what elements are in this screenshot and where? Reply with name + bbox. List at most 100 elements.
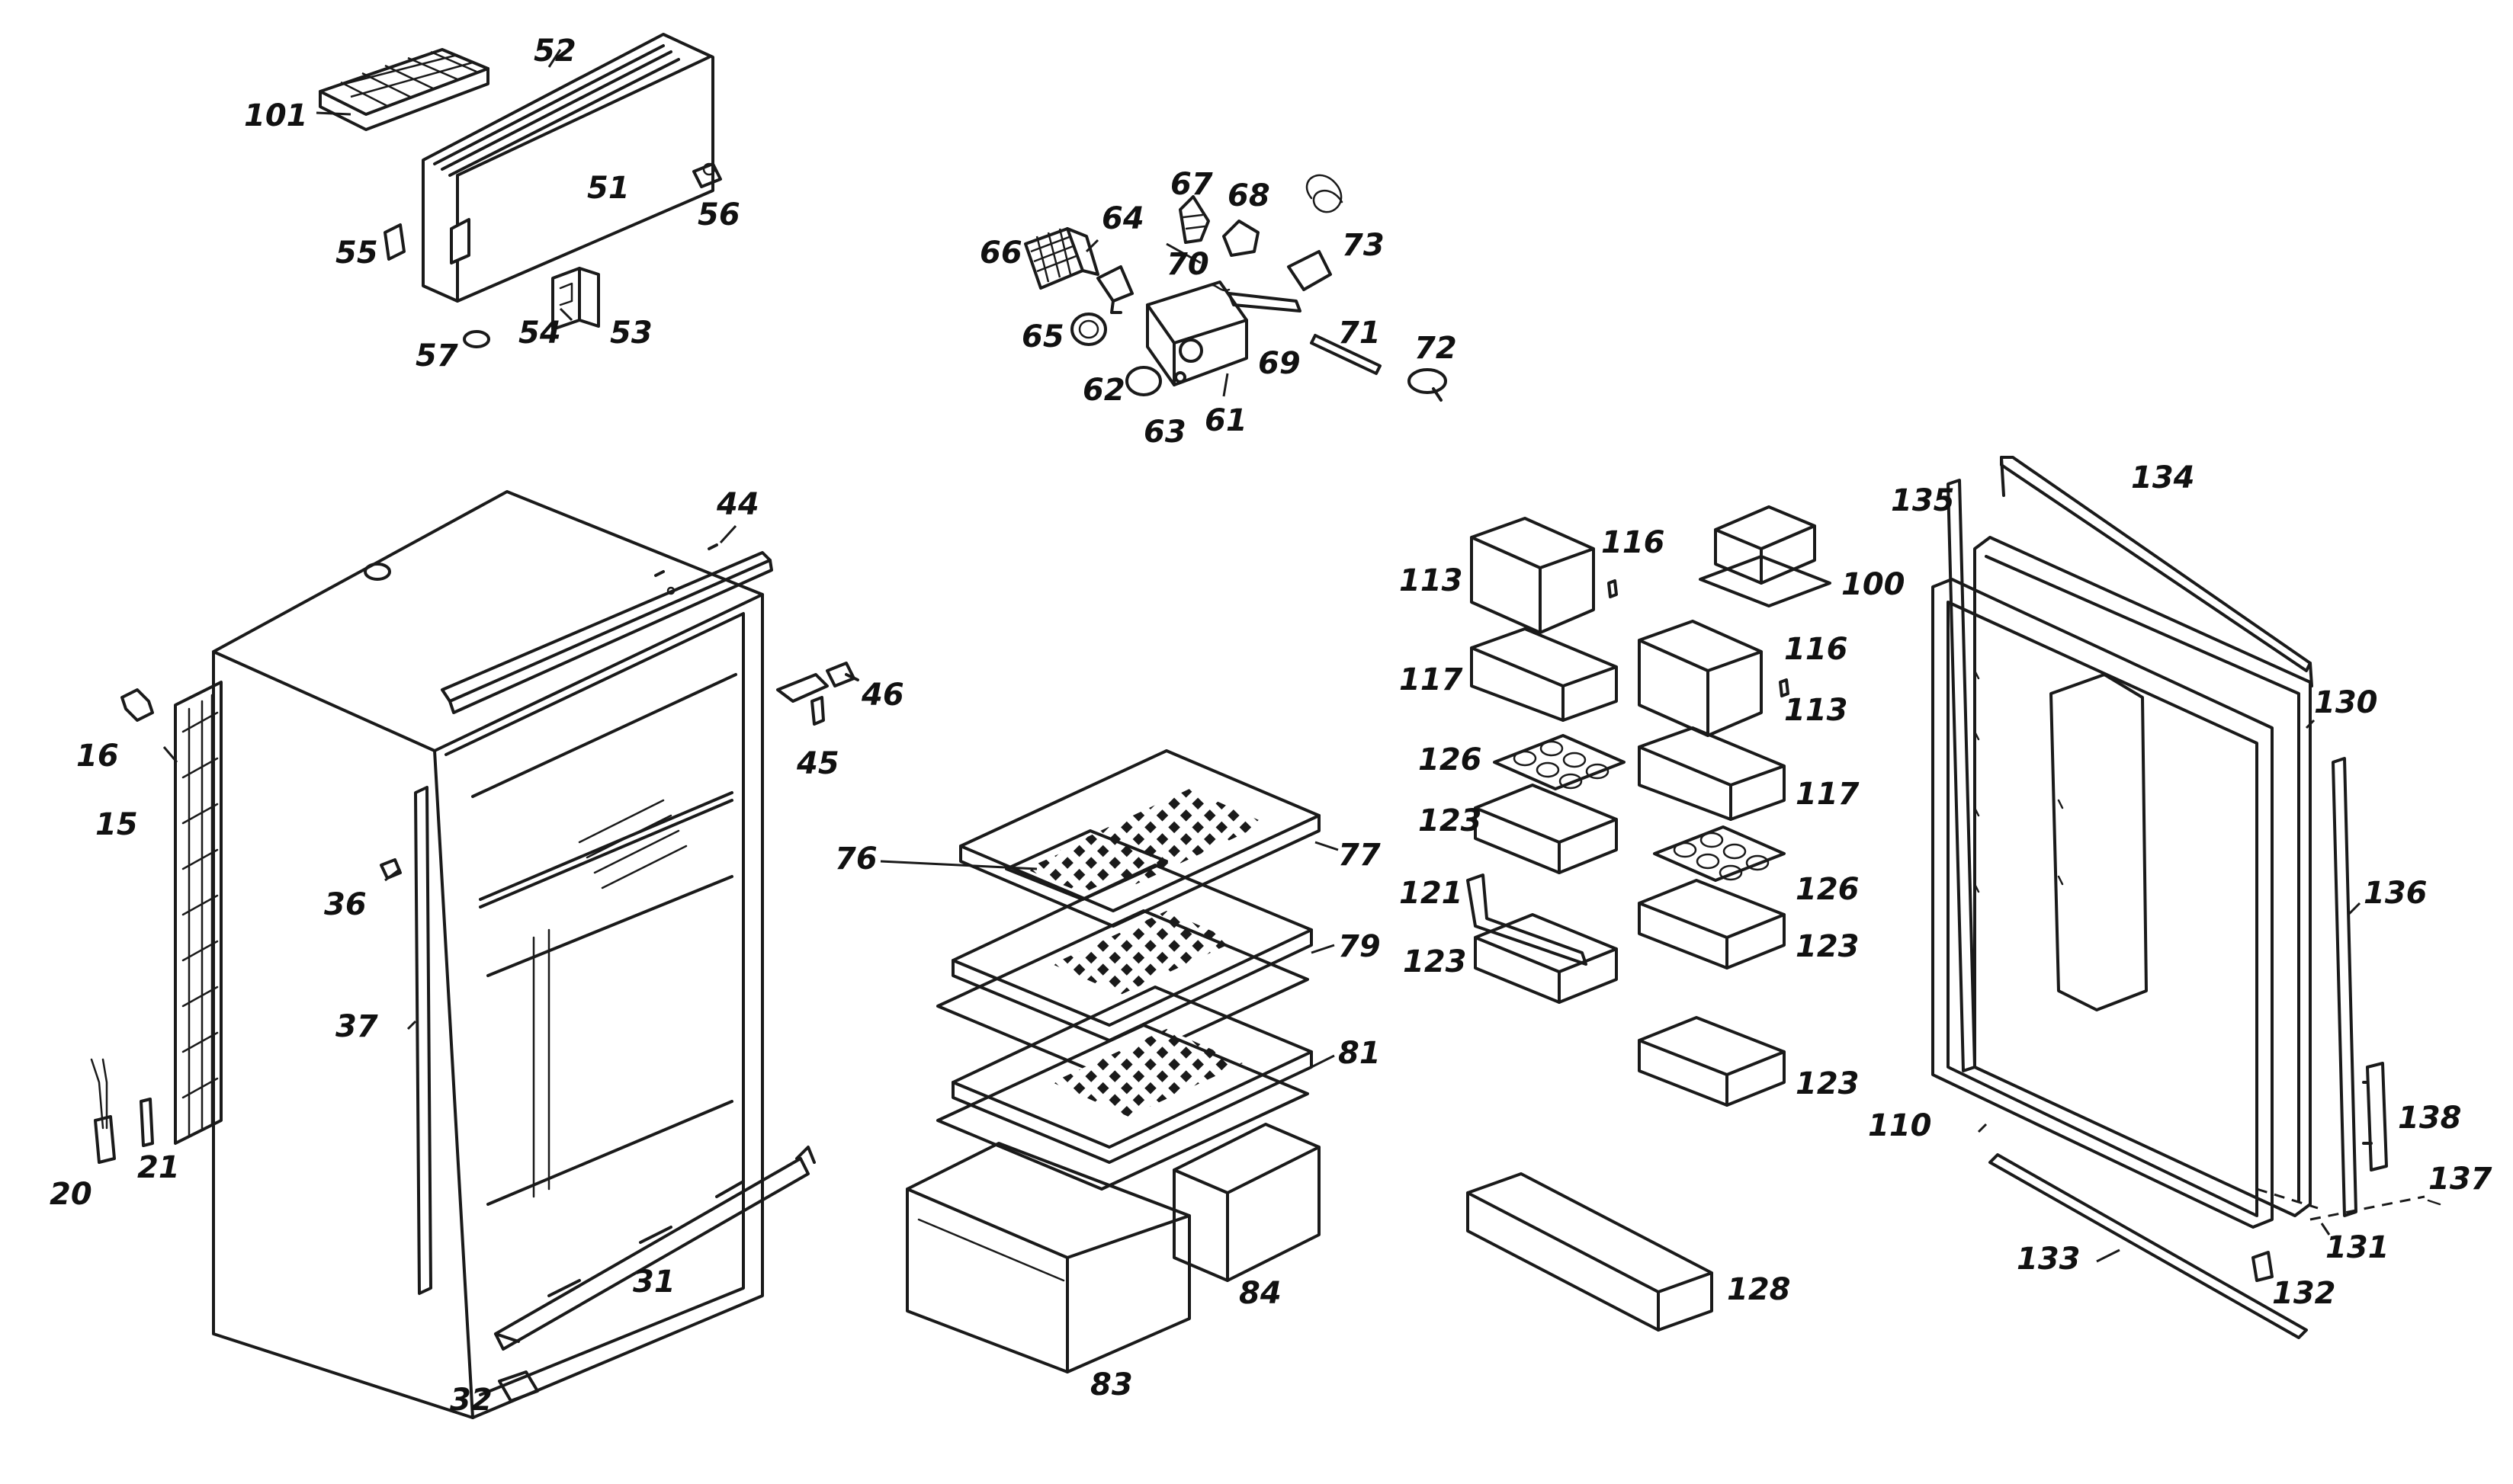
label-31: 31 — [633, 1264, 676, 1300]
label-134: 134 — [2131, 460, 2195, 495]
label-100: 100 — [1841, 567, 1905, 602]
lamp-holder-68 — [1222, 220, 1260, 257]
label-116-lower: 116 — [1784, 632, 1848, 667]
label-62: 62 — [1083, 373, 1125, 408]
label-135: 135 — [1891, 483, 1955, 518]
bottom-strip-133 — [1988, 1153, 2308, 1339]
label-126-upper: 126 — [1418, 742, 1482, 777]
label-71: 71 — [1338, 316, 1381, 351]
label-79: 79 — [1338, 929, 1381, 964]
label-32: 32 — [450, 1383, 493, 1418]
clip-16 — [120, 688, 154, 722]
bin-123-d — [1638, 1016, 1786, 1107]
label-137: 137 — [2428, 1162, 2492, 1197]
label-63: 63 — [1144, 415, 1186, 450]
hinge-pin-45 — [776, 673, 829, 726]
handle-53-54 — [551, 267, 600, 331]
label-130: 130 — [2314, 685, 2378, 720]
screw-63 — [1174, 371, 1186, 383]
label-126-lower: 126 — [1796, 872, 1860, 907]
clip-116-lower — [1779, 678, 1789, 697]
label-84: 84 — [1239, 1276, 1282, 1311]
label-61: 61 — [1205, 403, 1247, 438]
label-117-upper: 117 — [1399, 662, 1463, 697]
label-110: 110 — [1868, 1108, 1932, 1143]
label-16: 16 — [76, 739, 119, 774]
door-seal-strip-37 — [414, 786, 432, 1295]
bin-113-lower — [1638, 620, 1763, 737]
bin-117-upper — [1470, 627, 1618, 722]
bin-123-c — [1474, 913, 1618, 1004]
label-123-b: 123 — [1796, 929, 1860, 964]
label-36: 36 — [324, 887, 367, 922]
label-69: 69 — [1258, 346, 1301, 381]
egg-tray-126-upper — [1493, 734, 1626, 790]
catch-56 — [692, 162, 722, 188]
label-76: 76 — [835, 841, 878, 877]
label-67: 67 — [1170, 167, 1213, 202]
label-54: 54 — [518, 316, 561, 351]
label-123-c: 123 — [1403, 944, 1467, 979]
strip-136 — [2332, 757, 2357, 1217]
sensor-20 — [90, 1058, 116, 1164]
freezer-door — [422, 33, 714, 303]
cable-73 — [1287, 174, 1343, 291]
label-117-lower: 117 — [1796, 777, 1860, 812]
screw-137 — [2309, 1195, 2441, 1221]
label-81: 81 — [1338, 1036, 1381, 1071]
label-46: 46 — [861, 678, 904, 713]
label-136: 136 — [2364, 876, 2428, 911]
sensor-tube-69-70 — [1207, 284, 1301, 313]
hinge-46 — [826, 662, 859, 688]
door-stop-131 — [2256, 1188, 2319, 1210]
rod-71 — [1310, 334, 1382, 375]
label-113-upper: 113 — [1399, 563, 1463, 598]
label-52: 52 — [534, 34, 576, 69]
label-138: 138 — [2398, 1101, 2462, 1136]
label-133: 133 — [2017, 1242, 2081, 1277]
label-20: 20 — [50, 1177, 92, 1212]
knob-65 — [1070, 313, 1107, 346]
leader-lines — [162, 49, 2361, 1263]
label-123-d: 123 — [1796, 1066, 1860, 1101]
glass-shelf-79 — [936, 864, 1313, 1076]
light-cover-66 — [1024, 227, 1099, 290]
glass-shelf-81 — [936, 986, 1313, 1191]
hinge-55 — [384, 223, 406, 261]
label-131: 131 — [2325, 1230, 2389, 1265]
bin-123-a — [1474, 784, 1618, 874]
label-37: 37 — [335, 1009, 378, 1044]
bar-121 — [1466, 873, 1587, 966]
bulb-67 — [1179, 195, 1210, 244]
glass-shelf-77 — [959, 749, 1321, 928]
bottle-shelf-128 — [1466, 1172, 1713, 1332]
label-45: 45 — [796, 746, 839, 781]
cap-132 — [2251, 1251, 2274, 1282]
bin-113-upper — [1470, 517, 1595, 634]
label-73: 73 — [1342, 228, 1385, 263]
egg-tray-126-lower — [1653, 825, 1786, 882]
label-51: 51 — [587, 171, 630, 206]
foot-32 — [498, 1370, 539, 1402]
top-rail-44 — [441, 551, 773, 714]
label-53: 53 — [610, 316, 653, 351]
knob-62 — [1125, 366, 1162, 396]
label-101: 101 — [244, 98, 308, 133]
label-113-lower: 113 — [1784, 693, 1848, 728]
cabinet — [212, 490, 764, 1419]
screw-36 — [380, 858, 402, 880]
label-21: 21 — [137, 1150, 180, 1185]
label-68: 68 — [1228, 178, 1270, 213]
label-65: 65 — [1022, 319, 1064, 354]
base-rail-31 — [494, 1146, 816, 1351]
label-121: 121 — [1399, 876, 1463, 911]
label-83: 83 — [1090, 1367, 1133, 1402]
label-116-upper: 116 — [1601, 525, 1665, 560]
label-15: 15 — [95, 807, 138, 842]
ice-tray — [319, 48, 489, 131]
part-labels: 101 52 51 56 55 54 53 57 67 68 73 66 64 … — [50, 34, 2492, 1418]
label-123-a: 123 — [1418, 803, 1482, 838]
bracket-64 — [1096, 265, 1134, 314]
label-70: 70 — [1167, 247, 1209, 282]
